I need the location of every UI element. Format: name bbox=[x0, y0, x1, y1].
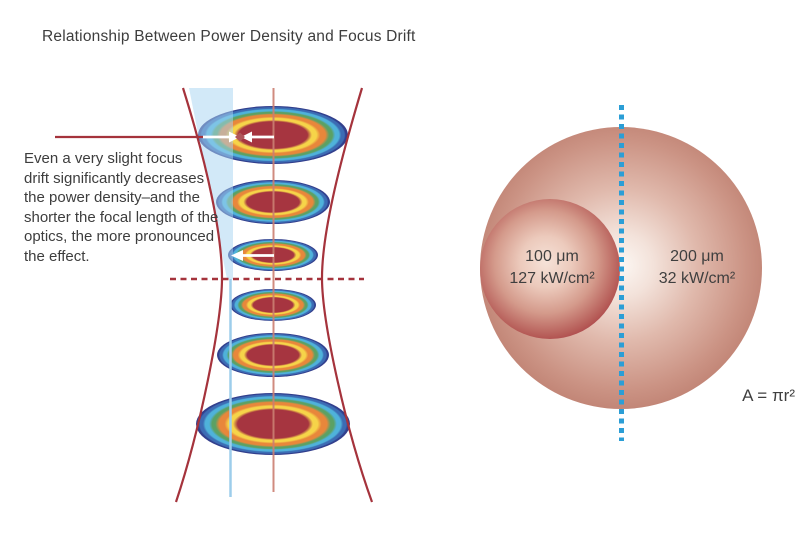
large-spot-power-density: 32 kW/cm² bbox=[658, 270, 736, 287]
waist-drift-arrow-icon bbox=[231, 250, 274, 261]
area-formula: A = πr² bbox=[742, 386, 795, 405]
caption-text: Even a very slight focus drift significa… bbox=[24, 150, 219, 265]
arrow-junction-diamond bbox=[235, 132, 245, 142]
small-spot-power-density: 127 kW/cm² bbox=[509, 270, 595, 287]
small-spot-diameter: 100 μm bbox=[525, 248, 579, 265]
focus-axis-dotted-line bbox=[619, 105, 624, 441]
small-spot-circle bbox=[480, 199, 620, 339]
large-spot-label: 200 μm 32 kW/cm² bbox=[632, 246, 762, 290]
beam-envelope-right-line bbox=[320, 87, 374, 503]
drift-arrow-right-icon bbox=[203, 131, 240, 143]
page-title: Relationship Between Power Density and F… bbox=[42, 28, 416, 45]
large-spot-diameter: 200 μm bbox=[670, 248, 724, 265]
drift-arrow-left-icon bbox=[241, 131, 274, 143]
beam-envelope-left-line bbox=[174, 87, 224, 503]
small-spot-label: 100 μm 127 kW/cm² bbox=[487, 246, 617, 290]
